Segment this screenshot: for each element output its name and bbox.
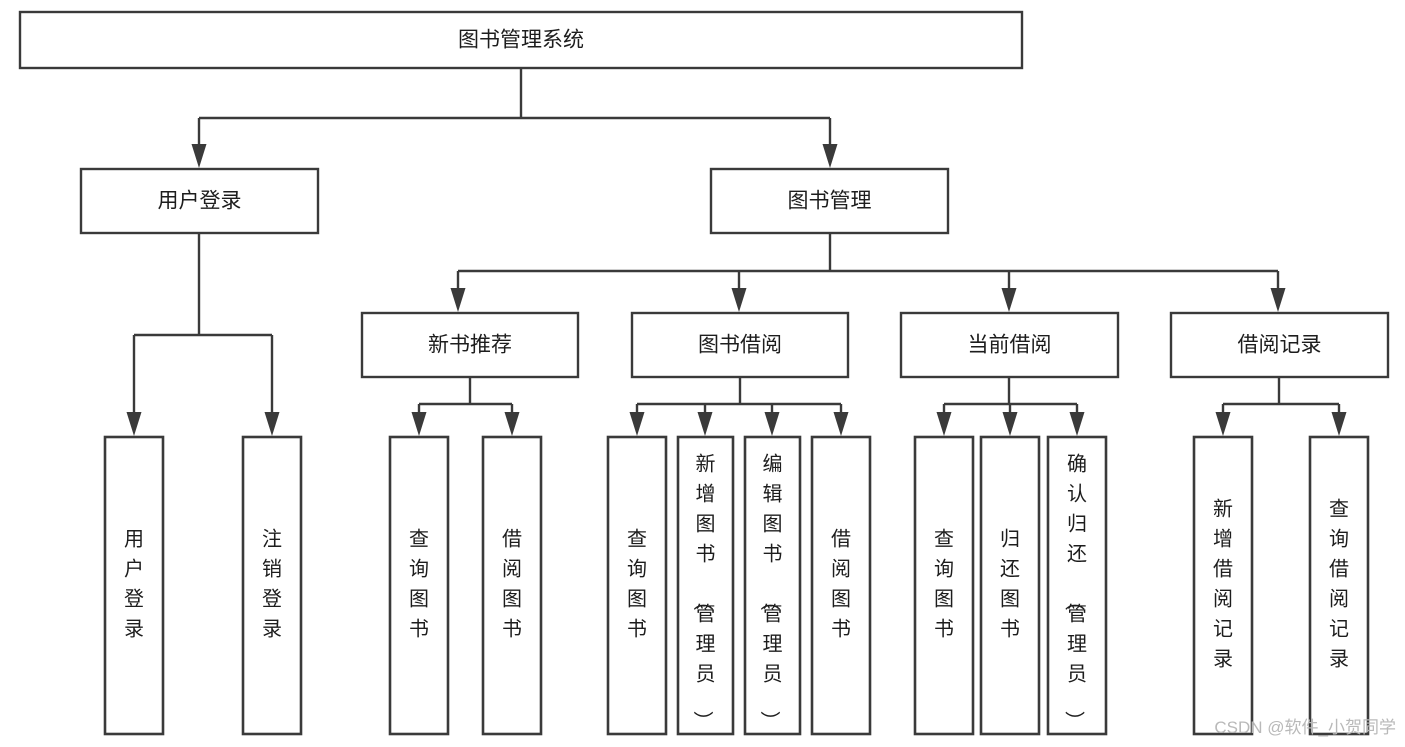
node-book-borrow[interactable]: 图书借阅 (630, 311, 850, 379)
node-layer: 图书管理系统用户登录图书管理新书推荐图书借阅当前借阅借阅记录用户登录注销登录查询… (18, 10, 1390, 736)
node-label: 图书管理系统 (458, 29, 584, 52)
arrow-head-icon (1331, 412, 1347, 436)
node-leaf-query-book-2[interactable]: 查询图书 (606, 435, 668, 736)
node-box[interactable] (1308, 435, 1370, 736)
node-label: 编辑图书（管理员） (758, 453, 783, 731)
node-label: 查询图书 (409, 528, 429, 641)
connector-user-login-to-leaves (126, 233, 280, 436)
node-label: 注销登录 (262, 528, 282, 641)
arrow-head-icon (1270, 288, 1286, 312)
node-label: 确认归还（管理员） (1062, 453, 1087, 731)
node-box[interactable] (79, 167, 320, 235)
node-user-login[interactable]: 用户登录 (79, 167, 320, 235)
node-leaf-borrow-book-2[interactable]: 借阅图书 (810, 435, 872, 736)
arrow-head-icon (264, 412, 280, 436)
node-box[interactable] (103, 435, 165, 736)
node-box[interactable] (676, 435, 735, 736)
node-label: 图书管理 (788, 190, 872, 213)
node-label: 新增借阅记录 (1213, 498, 1233, 671)
arrow-head-icon (1002, 412, 1018, 436)
arrow-head-icon (126, 412, 142, 436)
node-leaf-add-book[interactable]: 新增图书（管理员） (676, 435, 735, 736)
arrow-head-icon (450, 288, 466, 312)
node-label: 查询图书 (934, 528, 954, 641)
node-box[interactable] (1192, 435, 1254, 736)
arrow-head-icon (504, 412, 520, 436)
node-box[interactable] (360, 311, 580, 379)
node-label: 新书推荐 (428, 334, 512, 357)
connector-book-borrow-to-leaves (629, 377, 849, 436)
node-root[interactable]: 图书管理系统 (18, 10, 1024, 70)
node-box[interactable] (913, 435, 975, 736)
node-box[interactable] (979, 435, 1041, 736)
node-label: 图书借阅 (698, 334, 782, 357)
connector-book-manage-to-level2 (450, 233, 1286, 312)
connector-borrow-record-to-leaves (1215, 377, 1347, 436)
node-leaf-query-book-3[interactable]: 查询图书 (913, 435, 975, 736)
node-box[interactable] (18, 10, 1024, 70)
csdn-watermark: CSDN @软件_小贺同学 (1214, 718, 1396, 737)
node-current-borrow[interactable]: 当前借阅 (899, 311, 1120, 379)
connector-layer (126, 68, 1347, 436)
arrow-head-icon (833, 412, 849, 436)
node-leaf-confirm-return[interactable]: 确认归还（管理员） (1046, 435, 1108, 736)
arrow-head-icon (1069, 412, 1085, 436)
node-leaf-borrow-book-1[interactable]: 借阅图书 (481, 435, 543, 736)
node-borrow-record[interactable]: 借阅记录 (1169, 311, 1390, 379)
node-label: 借阅记录 (1238, 334, 1322, 357)
node-leaf-edit-book[interactable]: 编辑图书（管理员） (743, 435, 802, 736)
arrow-head-icon (191, 144, 207, 168)
node-label: 归还图书 (1000, 528, 1020, 641)
node-label: 当前借阅 (968, 334, 1052, 357)
node-box[interactable] (481, 435, 543, 736)
node-leaf-query-book-1[interactable]: 查询图书 (388, 435, 450, 736)
arrow-head-icon (764, 412, 780, 436)
node-box[interactable] (1046, 435, 1108, 736)
connector-new-book-rec-to-leaves (411, 377, 520, 436)
connector-root-to-level1 (191, 68, 838, 168)
node-box[interactable] (810, 435, 872, 736)
node-leaf-query-record[interactable]: 查询借阅记录 (1308, 435, 1370, 736)
node-box[interactable] (241, 435, 303, 736)
arrow-head-icon (1215, 412, 1231, 436)
arrow-head-icon (629, 412, 645, 436)
node-label: 借阅图书 (502, 528, 522, 641)
node-leaf-user-login[interactable]: 用户登录 (103, 435, 165, 736)
connector-current-borrow-to-leaves (936, 377, 1085, 436)
node-label: 查询借阅记录 (1329, 498, 1349, 671)
node-box[interactable] (743, 435, 802, 736)
arrow-head-icon (411, 412, 427, 436)
node-label: 用户登录 (124, 529, 144, 641)
node-label: 用户登录 (158, 190, 242, 213)
arrow-head-icon (822, 144, 838, 168)
arrow-head-icon (936, 412, 952, 436)
node-box[interactable] (1169, 311, 1390, 379)
arrow-head-icon (697, 412, 713, 436)
node-box[interactable] (899, 311, 1120, 379)
node-box[interactable] (606, 435, 668, 736)
node-box[interactable] (388, 435, 450, 736)
node-box[interactable] (630, 311, 850, 379)
node-label: 借阅图书 (831, 528, 851, 641)
arrow-head-icon (1001, 288, 1017, 312)
arrow-head-icon (731, 288, 747, 312)
node-leaf-return-book[interactable]: 归还图书 (979, 435, 1041, 736)
node-label: 查询图书 (627, 528, 647, 641)
node-box[interactable] (709, 167, 950, 235)
node-label: 新增图书（管理员） (691, 453, 716, 731)
node-new-book-rec[interactable]: 新书推荐 (360, 311, 580, 379)
node-leaf-add-record[interactable]: 新增借阅记录 (1192, 435, 1254, 736)
node-leaf-user-logout[interactable]: 注销登录 (241, 435, 303, 736)
node-book-manage[interactable]: 图书管理 (709, 167, 950, 235)
